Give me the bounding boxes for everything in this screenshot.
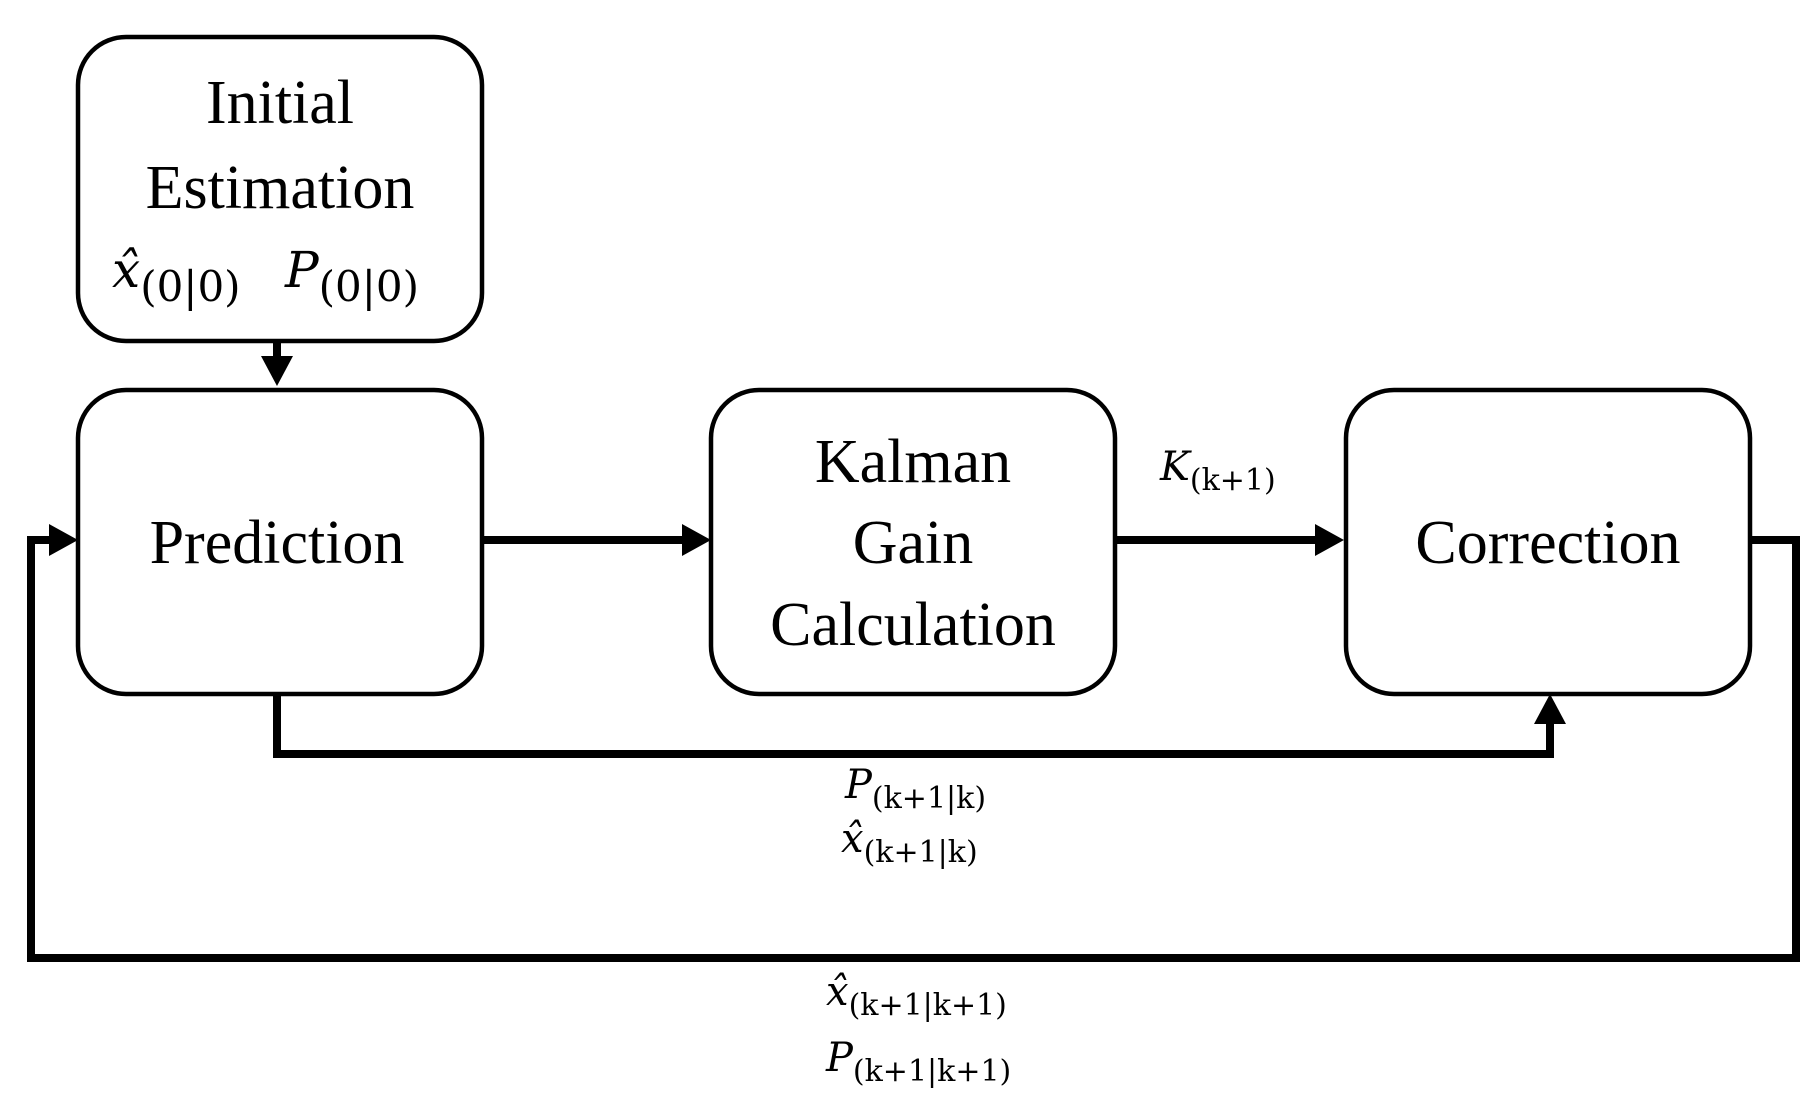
initial-state-symbol: x̂	[112, 241, 140, 299]
initial-cov-formula: P(0|0)	[284, 241, 419, 311]
arrowhead-prediction-to-correction	[1534, 694, 1566, 724]
arrowhead-prediction-to-kalman	[682, 524, 711, 556]
initial-cov-subscript: (0|0)	[319, 262, 419, 311]
correction-block: Correction	[1343, 387, 1753, 697]
correction-label: Correction	[1415, 509, 1680, 577]
arrow-prediction-to-correction	[273, 694, 1554, 758]
initial-estimation-block: Initial Estimation x̂(0|0) P(0|0)	[75, 34, 485, 344]
kalman-line-3: Calculation	[770, 591, 1056, 659]
updated-state-label: x̂(k+1|k+1)	[826, 969, 1007, 1023]
prediction-label: Prediction	[150, 509, 405, 577]
updated-state-subscript: (k+1|k+1)	[849, 988, 1007, 1023]
predicted-state-subscript: (k+1|k)	[864, 835, 978, 870]
predicted-state-label: x̂(k+1|k)	[841, 816, 978, 870]
kalman-line-1: Kalman	[815, 428, 1011, 496]
kalman-line-2: Gain	[853, 509, 974, 577]
gain-label: K(k+1)	[1159, 444, 1276, 498]
gain-symbol: K	[1159, 444, 1192, 490]
updated-state-symbol: x̂	[826, 969, 849, 1015]
arrowhead-kalman-to-correction	[1315, 524, 1344, 556]
predicted-cov-label: P(k+1|k)	[844, 762, 986, 816]
initial-line-1: Initial	[206, 69, 354, 137]
arrowhead-initial-to-prediction	[261, 356, 293, 386]
initial-cov-symbol: P	[284, 241, 320, 299]
kalman-gain-block: Kalman Gain Calculation	[708, 387, 1118, 697]
initial-state-subscript: (0|0)	[140, 262, 240, 311]
arrowhead-feedback-loop	[49, 524, 78, 556]
prediction-block: Prediction	[75, 387, 485, 697]
connectors	[27, 342, 1800, 962]
updated-cov-subscript: (k+1|k+1)	[853, 1054, 1011, 1089]
initial-state-formula: x̂(0|0)	[112, 241, 241, 311]
arrow-feedback-loop	[27, 536, 1800, 962]
predicted-cov-symbol: P	[844, 762, 873, 808]
initial-line-2: Estimation	[146, 154, 415, 222]
updated-cov-label: P(k+1|k+1)	[825, 1035, 1011, 1089]
predicted-state-symbol: x̂	[841, 816, 864, 862]
predicted-cov-subscript: (k+1|k)	[872, 781, 986, 816]
updated-cov-symbol: P	[825, 1035, 854, 1081]
gain-subscript: (k+1)	[1190, 463, 1276, 498]
